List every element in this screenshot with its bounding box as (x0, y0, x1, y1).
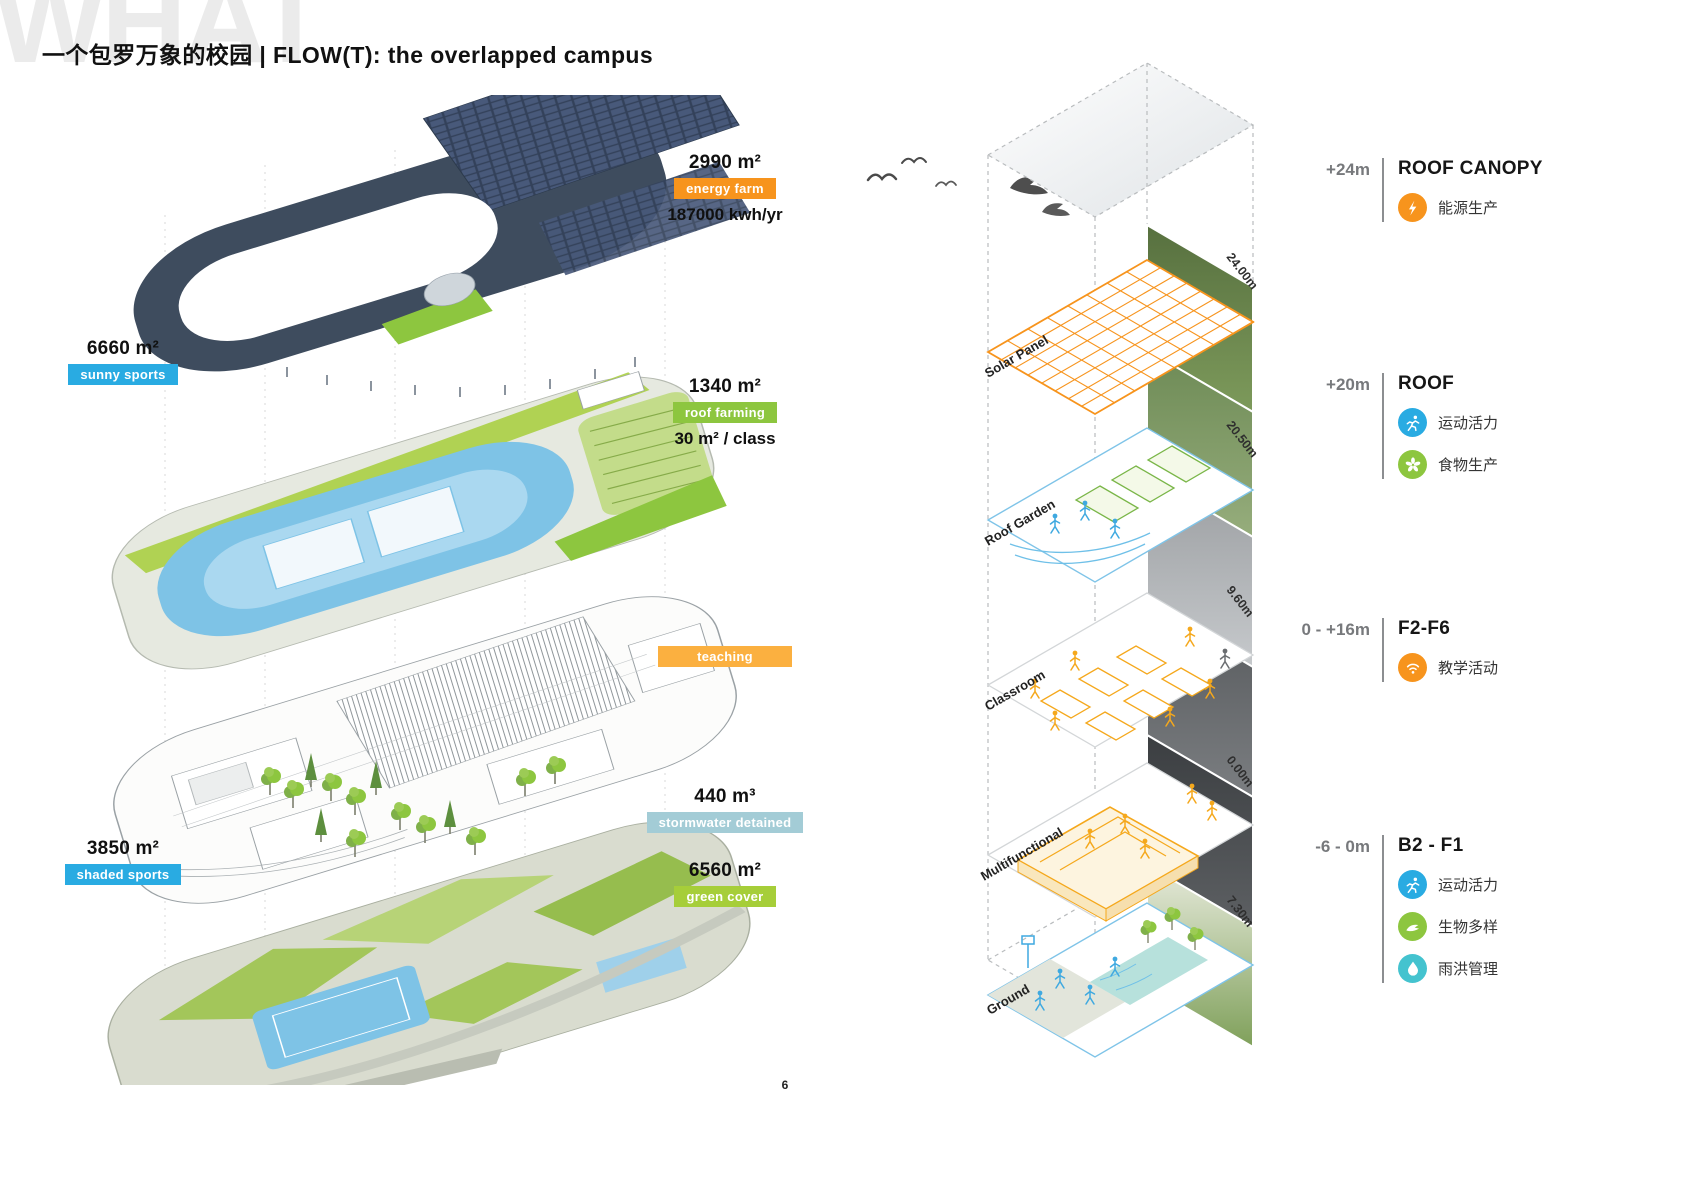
layer-stack-diagram: Solar Panel 24.00m Roof Garden 20.50m (978, 62, 1261, 1058)
legend-item: 雨洪管理 (1398, 954, 1498, 983)
legend-label: B2 - F1 (1398, 835, 1464, 856)
legend-item-text: 运动活力 (1438, 877, 1499, 894)
divider (1382, 158, 1384, 222)
sports-deck-layer-drawing (111, 371, 727, 670)
bolt-icon (1398, 193, 1427, 222)
legend-item-text: 运动活力 (1438, 415, 1499, 432)
canopy-droplines (169, 331, 636, 397)
legend-item: 生物多样 (1398, 912, 1498, 941)
drop-icon (1398, 954, 1427, 983)
legend-item: 教学活动 (1398, 653, 1498, 682)
canopy-layer-drawing (133, 95, 751, 372)
divider (1382, 618, 1384, 682)
runner-icon (1398, 408, 1427, 437)
wifi-icon (1398, 653, 1427, 682)
callout-tag: roof farming (672, 402, 778, 423)
ground-layer-drawing (107, 821, 751, 1085)
legend-item-text: 雨洪管理 (1438, 961, 1499, 978)
callout-tag: energy farm (674, 178, 776, 199)
ground-tile (986, 902, 1255, 1058)
legend-item: 运动活力 (1398, 408, 1498, 437)
birds-illustration (866, 157, 1070, 216)
elevation-range: -6 - 0m (1315, 837, 1370, 856)
page-number: 6 (781, 1078, 789, 1092)
food-icon (1398, 450, 1427, 479)
watermark: WHAT (0, 0, 327, 88)
legend-item: 食物生产 (1398, 450, 1498, 479)
callout-tag: stormwater detained (646, 812, 804, 833)
legend-label: F2-F6 (1398, 618, 1451, 639)
legend-item-text: 教学活动 (1438, 660, 1499, 677)
legend-section-roof: +20m ROOF 运动活力 食物生产 (1292, 373, 1498, 479)
callout-value: 3850 m² (86, 838, 160, 859)
elevation-range: +20m (1326, 375, 1370, 394)
legend-item: 能源生产 (1398, 193, 1543, 222)
callout-value: 6560 m² (688, 860, 762, 881)
callout-extra: 187000 kwh/yr (667, 205, 783, 224)
legend-label: ROOF (1398, 373, 1455, 394)
callout-tag: teaching (658, 646, 792, 667)
multifunctional-tile (986, 762, 1255, 922)
callout-tag: green cover (674, 886, 776, 907)
legend-item-text: 能源生产 (1438, 200, 1499, 217)
callout-value: 440 m³ (694, 786, 756, 807)
elevation-range: 0 - +16m (1301, 620, 1370, 639)
classroom-tile (986, 592, 1255, 748)
bird-icon (1398, 912, 1427, 941)
callout-shaded-sports: 3850 m² shaded sports (58, 838, 188, 885)
callout-stormwater: 440 m³ stormwater detained (642, 786, 808, 833)
callout-tag: sunny sports (68, 364, 178, 385)
callout-value: 1340 m² (688, 376, 762, 397)
page-title: 一个包罗万象的校园 | FLOW(T): the overlapped camp… (42, 42, 654, 68)
callout-value: 2990 m² (688, 152, 762, 173)
callout-green-cover: 6560 m² green cover (650, 860, 800, 907)
elevation-range: +24m (1326, 160, 1370, 179)
legend-section-b2-f1: -6 - 0m B2 - F1 运动活力 生物多样 雨洪管理 (1292, 835, 1498, 983)
divider (1382, 835, 1384, 983)
solar-panel-tile (986, 258, 1255, 416)
callout-value: 6660 m² (86, 338, 160, 359)
legend-item-text: 生物多样 (1438, 919, 1499, 936)
legend-section-f2-f6: 0 - +16m F2-F6 教学活动 (1292, 618, 1498, 682)
exploded-axon-drawing (107, 95, 751, 1085)
roof-garden-tile (986, 427, 1255, 583)
callout-tag: shaded sports (64, 864, 182, 885)
legend-section-roof-canopy: +24m ROOF CANOPY 能源生产 (1292, 158, 1543, 222)
callout-roof-farming: 1340 m² roof farming 30 m² / class (650, 376, 800, 449)
callout-extra: 30 m² / class (674, 429, 776, 448)
callout-sunny-sports: 6660 m² sunny sports (58, 338, 188, 385)
legend-item: 运动活力 (1398, 870, 1498, 899)
callout-teaching: teaching (650, 642, 800, 667)
legend-label: ROOF CANOPY (1398, 158, 1543, 179)
divider (1382, 373, 1384, 479)
runner-icon (1398, 870, 1427, 899)
callout-energy-farm: 2990 m² energy farm 187000 kwh/yr (650, 152, 800, 225)
legend-item-text: 食物生产 (1438, 457, 1499, 474)
